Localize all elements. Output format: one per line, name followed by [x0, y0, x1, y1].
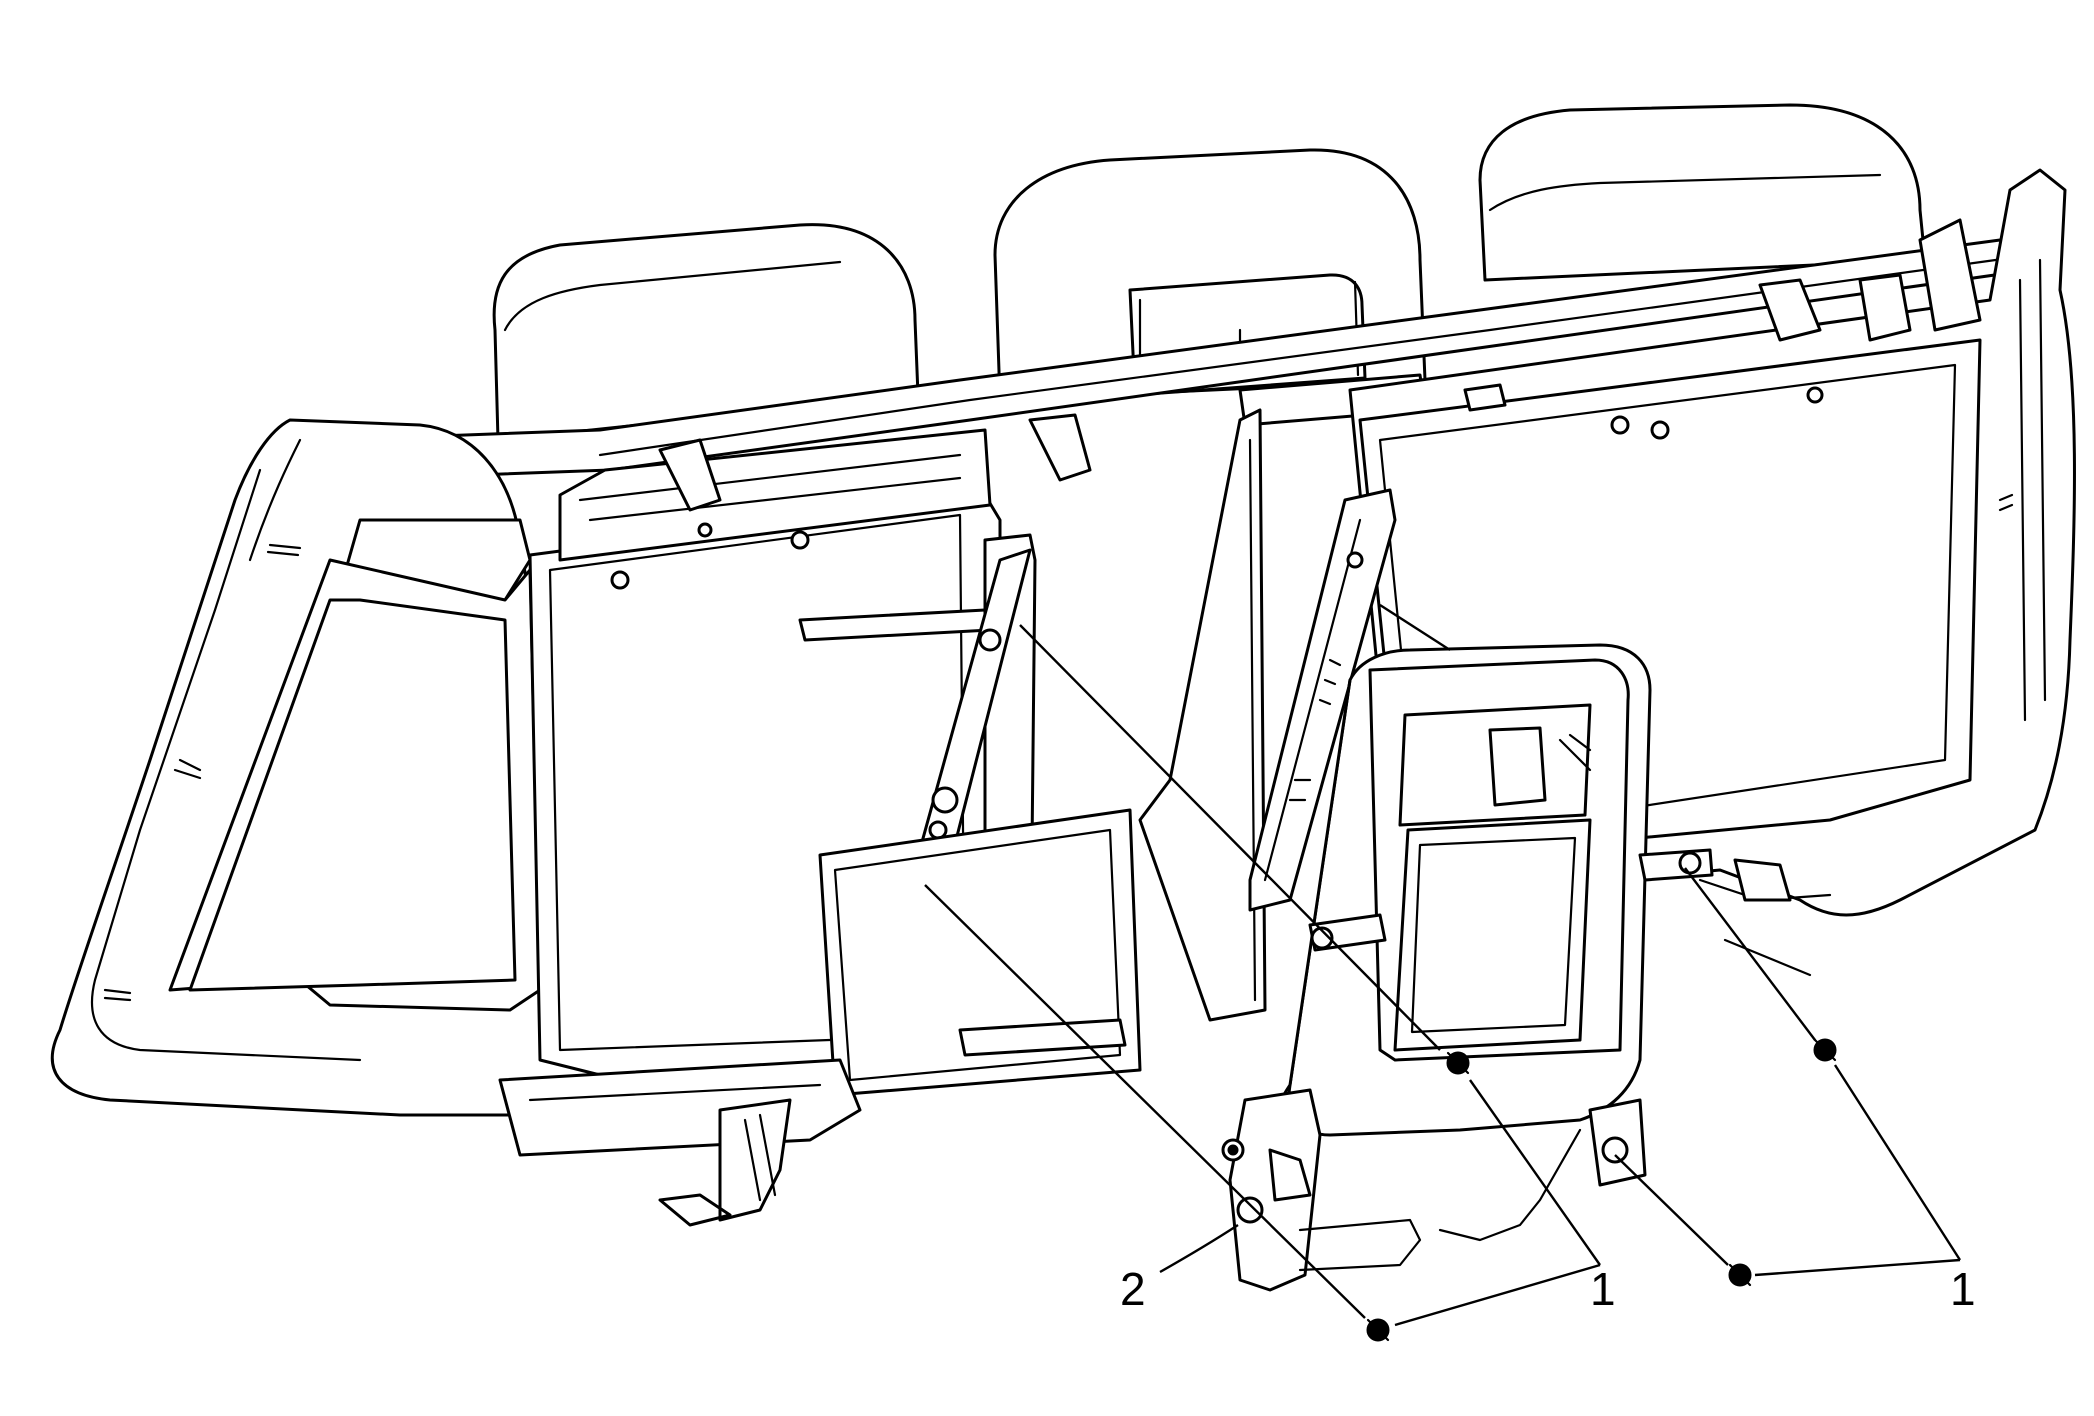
bolt-right-lower: [1728, 1263, 1752, 1287]
headrest-right: [1478, 103, 1927, 282]
callout-label-bolt-center: 1: [1590, 1263, 1616, 1315]
seat-back-left-shell: [50, 418, 606, 1117]
alignment-lines: [924, 603, 1816, 1319]
callout-leaders: [1159, 1064, 1962, 1327]
bolt-center-lower: [1366, 1318, 1390, 1342]
headrest-left: [492, 223, 920, 442]
lower-seat-base: [498, 1018, 1127, 1227]
armrest: [1221, 643, 1714, 1292]
callout-label-armrest: 2: [1120, 1263, 1146, 1315]
callout-label-bolt-right: 1: [1950, 1263, 1976, 1315]
bolt-right-upper: [1813, 1038, 1837, 1062]
right-frame-column: [1248, 488, 1397, 912]
bolt-center-upper: [1446, 1051, 1470, 1075]
